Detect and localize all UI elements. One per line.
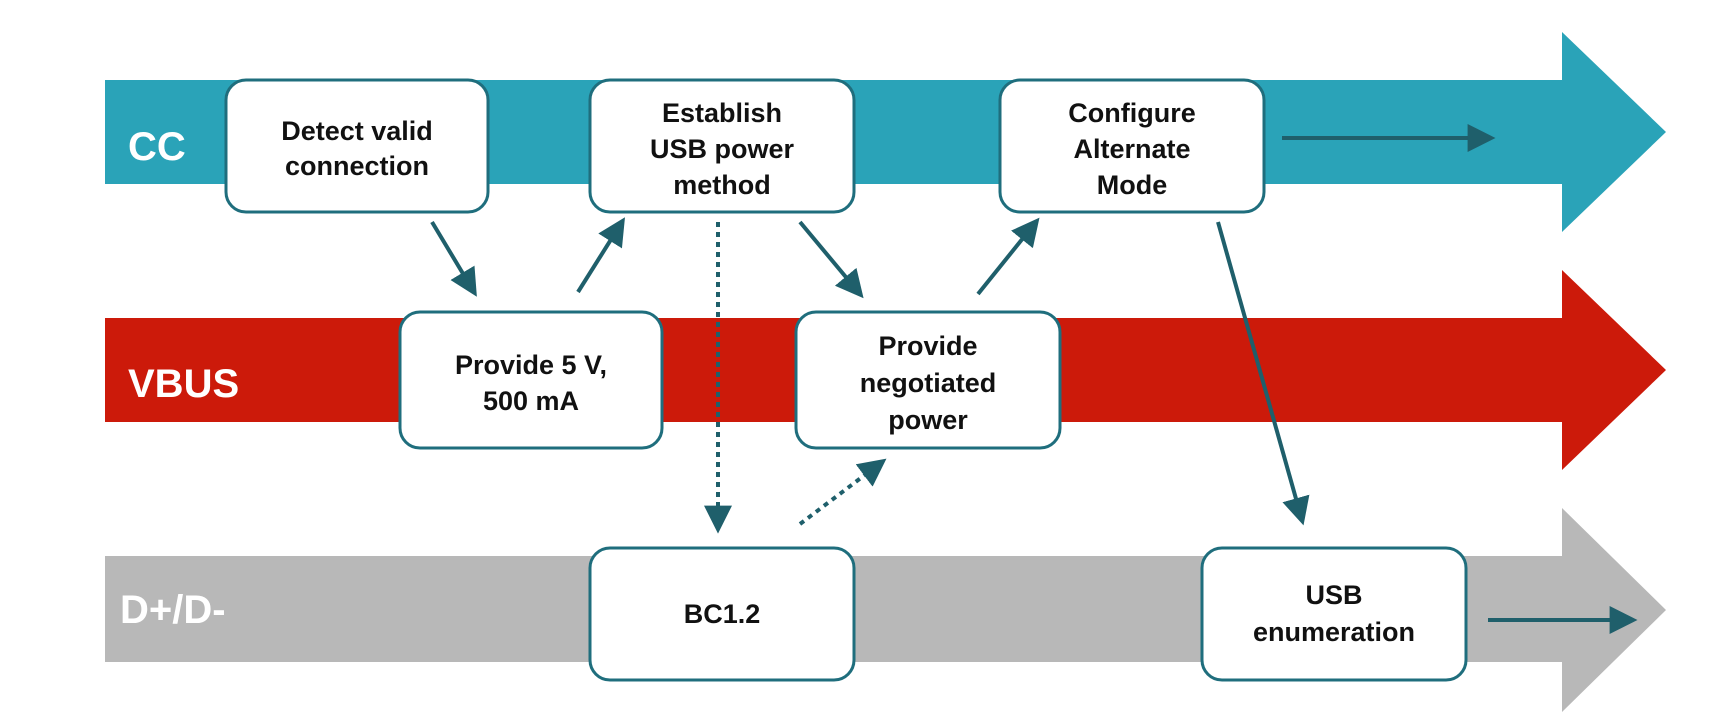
arrow-provide5v-to-establish: [576, 217, 625, 294]
configure-alternate-mode-box: Configure Alternate Mode: [998, 78, 1266, 214]
provide-5v-500ma-box: Provide 5 V, 500 mA: [398, 310, 664, 450]
detect-valid-connection-box: Detect valid connection: [224, 78, 490, 214]
enumeration-line2: enumeration: [1253, 617, 1415, 647]
establish-line3: method: [673, 170, 771, 200]
negotiated-line3: power: [888, 405, 968, 435]
establish-usb-power-method-box: Establish USB power method: [588, 78, 856, 214]
provide-negotiated-power-box: Provide negotiated power: [794, 310, 1062, 450]
provide5v-line2: 500 mA: [483, 386, 579, 416]
provide5v-line1: Provide 5 V,: [455, 350, 607, 380]
enumeration-line1: USB: [1305, 580, 1362, 610]
bc12-label: BC1.2: [684, 599, 761, 629]
cc-lane-label: CC: [128, 125, 186, 169]
negotiated-line2: negotiated: [860, 368, 997, 398]
bc12-box: BC1.2: [588, 546, 856, 682]
detect-line2: connection: [285, 151, 429, 181]
arrow-detect-to-provide5v: [430, 220, 477, 297]
negotiated-line1: Provide: [878, 331, 977, 361]
configure-line3: Mode: [1097, 170, 1168, 200]
establish-line2: USB power: [650, 134, 795, 164]
arrow-establish-to-negotiated: [798, 220, 864, 299]
detect-line1: Detect valid: [281, 116, 433, 146]
vbus-lane-label: VBUS: [128, 362, 239, 406]
arrow-bc12-to-negotiated-dotted: [798, 458, 887, 526]
usb-enumeration-box: USB enumeration: [1200, 546, 1468, 682]
configure-line1: Configure: [1068, 98, 1196, 128]
dpdm-lane-label: D+/D-: [120, 588, 226, 632]
configure-line2: Alternate: [1073, 134, 1190, 164]
cc-lane-arrow: [105, 32, 1666, 232]
arrow-negotiated-to-configure: [976, 217, 1040, 296]
establish-line1: Establish: [662, 98, 782, 128]
arrow-configure-to-enumeration: [1216, 221, 1310, 526]
